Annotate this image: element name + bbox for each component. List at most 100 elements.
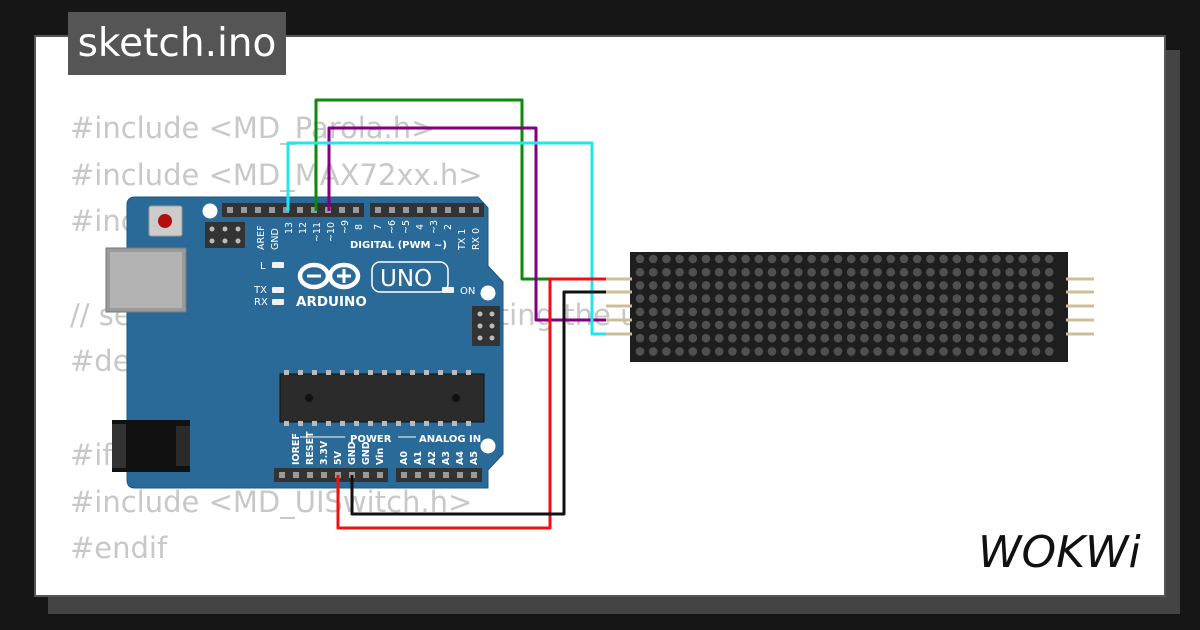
matrix-led-dot (688, 267, 698, 277)
matrix-led-dot (807, 333, 816, 343)
matrix-led-dot (662, 333, 671, 343)
uno-badge (371, 261, 449, 293)
matrix-led-dot (952, 281, 962, 290)
matrix-led-dot (1044, 333, 1054, 343)
matrix-led-dot (992, 294, 1001, 303)
matrix-led-dot (1005, 320, 1014, 330)
matrix-led-dot (780, 281, 790, 290)
matrix-led-dot (648, 254, 658, 264)
matrix-led-dot (886, 254, 896, 264)
matrix-led-dot (635, 347, 645, 356)
matrix-led-dot (820, 347, 830, 356)
matrix-led-dot (701, 254, 711, 264)
led-rx (272, 299, 284, 305)
matrix-led-dot (807, 267, 816, 277)
matrix-led-dot (741, 267, 750, 277)
matrix-led-dot (714, 281, 724, 290)
matrix-led-dot (1044, 294, 1054, 303)
pin-label: A0 (399, 451, 410, 465)
matrix-pins (606, 277, 1094, 336)
matrix-led-dot (1018, 254, 1028, 264)
matrix-led-dot (767, 294, 777, 303)
matrix-led-dot (926, 320, 935, 330)
led-matrix-module[interactable] (606, 252, 1094, 362)
matrix-led-dot (675, 254, 684, 264)
matrix-led-dot (926, 294, 935, 303)
matrix-led-dot (992, 267, 1001, 277)
matrix-led-dot (701, 267, 711, 277)
matrix-led-dot (741, 294, 750, 303)
matrix-led-dot (754, 347, 764, 356)
matrix-led-dot (873, 320, 882, 330)
matrix-led-dot (794, 281, 803, 290)
matrix-led-dot (701, 347, 711, 356)
matrix-led-dot (1031, 347, 1041, 356)
matrix-led-dot (780, 267, 790, 277)
matrix-led-dot (794, 294, 803, 303)
matrix-led-dot (939, 294, 948, 303)
matrix-led-dot (648, 307, 658, 317)
matrix-led-dot (860, 320, 869, 330)
matrix-led-dot (794, 267, 803, 277)
pin-label: 12 (298, 222, 309, 234)
matrix-led-dot (714, 333, 724, 343)
matrix-led-dot (833, 333, 843, 343)
pin-label: ~5 (401, 220, 412, 234)
matrix-led-dot (688, 307, 698, 317)
matrix-led-dot (714, 294, 724, 303)
matrix-led-dot (807, 254, 816, 264)
arduino-uno-board[interactable]: AREF GND 13 12 ~11 ~10 ~9 8 7 ~6 ~5 4 ~3… (105, 196, 504, 489)
wires (286, 98, 606, 530)
code-line: #endif (70, 531, 168, 566)
icsp-header-right (472, 306, 500, 346)
matrix-led-dot (1044, 347, 1054, 356)
matrix-led-dot (873, 267, 882, 277)
pin-label: ~11 (312, 222, 323, 242)
power-header (274, 468, 388, 482)
pin-label: 8 (354, 224, 365, 230)
pin-label: A3 (441, 451, 452, 465)
code-line: #include <MD_MAX72xx.h> (70, 157, 483, 192)
matrix-led-dot (754, 294, 764, 303)
matrix-led-dot (1031, 307, 1041, 317)
matrix-led-dot (728, 294, 737, 303)
matrix-led-dot (754, 267, 764, 277)
matrix-led-dot (886, 347, 896, 356)
matrix-led-dot (807, 320, 816, 330)
matrix-led-dot (688, 254, 698, 264)
matrix-led-dot (1018, 347, 1028, 356)
matrix-led-dot (952, 333, 962, 343)
matrix-led-dot (965, 347, 975, 356)
matrix-led-dot (1031, 254, 1041, 264)
matrix-led-dot (688, 294, 698, 303)
matrix-led-dot (912, 281, 922, 290)
matrix-led-dot (1005, 281, 1014, 290)
matrix-led-dot (754, 320, 764, 330)
file-tab[interactable]: sketch.ino (68, 12, 286, 75)
matrix-led-dot (833, 320, 843, 330)
matrix-led-dot (675, 320, 684, 330)
pin-label: GND (270, 228, 281, 250)
matrix-led-dot (860, 254, 869, 264)
matrix-led-dot (688, 347, 698, 356)
matrix-led-dot (807, 294, 816, 303)
matrix-led-dot (1018, 294, 1028, 303)
mounting-hole (480, 285, 496, 301)
led-l (272, 262, 284, 268)
matrix-led-dot (1031, 294, 1041, 303)
matrix-led-dot (794, 320, 803, 330)
matrix-led-dot (675, 307, 684, 317)
matrix-led-dot (899, 320, 909, 330)
matrix-led-dot (635, 281, 645, 290)
analog-label: ANALOG IN (419, 434, 481, 445)
matrix-led-dot (728, 307, 737, 317)
wokwi-logo: WOKWi (978, 527, 1141, 578)
matrix-led-dot (662, 267, 671, 277)
matrix-led-dot (978, 307, 988, 317)
matrix-led-dot (648, 267, 658, 277)
matrix-led-dot (1005, 307, 1014, 317)
matrix-led-dot (860, 294, 869, 303)
matrix-led-dot (952, 267, 962, 277)
matrix-led-dot (965, 254, 975, 264)
